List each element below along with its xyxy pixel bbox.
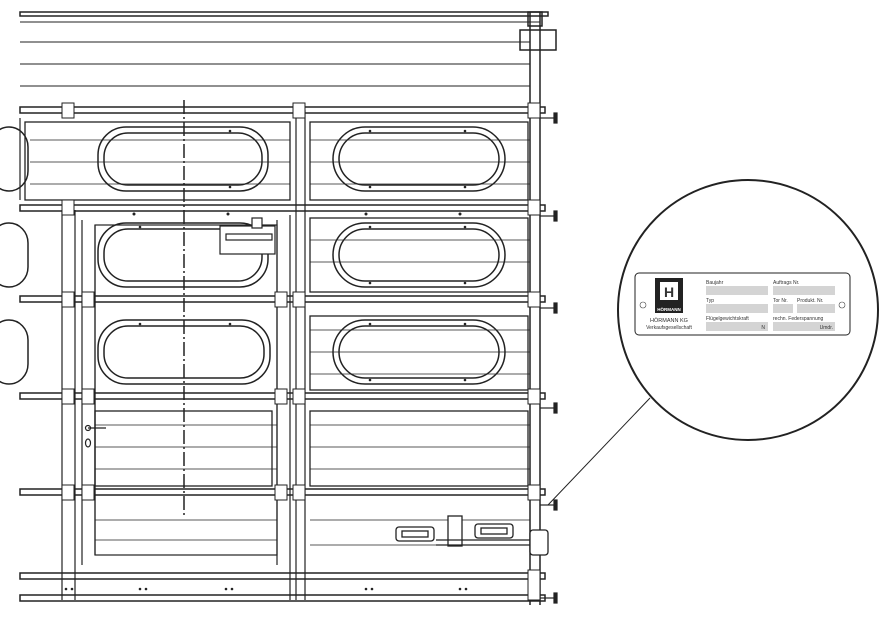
label-baujahr: Baujahr [706, 280, 724, 286]
door-handle [84, 424, 106, 448]
top-panel [19, 11, 549, 87]
label-fluegelgewichtskraft: Flügelgewichtskraft [706, 316, 749, 322]
door-closer [219, 217, 276, 255]
label-tor-nr: Tor Nr. [773, 298, 788, 304]
label-typ: Typ [706, 298, 714, 304]
label-auftrags-nr: Auftrags Nr. [773, 280, 799, 286]
label-federspannung: rechn. Federspannung [773, 316, 824, 322]
company-sub: Verkaufsgesellschaft [646, 325, 692, 331]
unit-n: N [761, 325, 765, 331]
panel-grooves [30, 139, 530, 546]
leader-line [547, 397, 651, 506]
hinges [61, 102, 541, 601]
company: HÖRMANN KG [650, 317, 688, 324]
svg-text:H: H [664, 284, 674, 300]
windows [0, 126, 506, 385]
rollers [540, 112, 558, 604]
label-produkt-nr: Produkt. Nr. [797, 298, 823, 304]
unit-umdr: Umdr. [820, 325, 833, 331]
stiles [19, 110, 306, 600]
nameplate: H HÖRMANN HÖRMANN KG Verkaufsgesellschaf… [634, 272, 851, 336]
svg-text:HÖRMANN: HÖRMANN [657, 306, 681, 312]
rivets [64, 129, 468, 591]
bottom-lock [395, 515, 549, 556]
